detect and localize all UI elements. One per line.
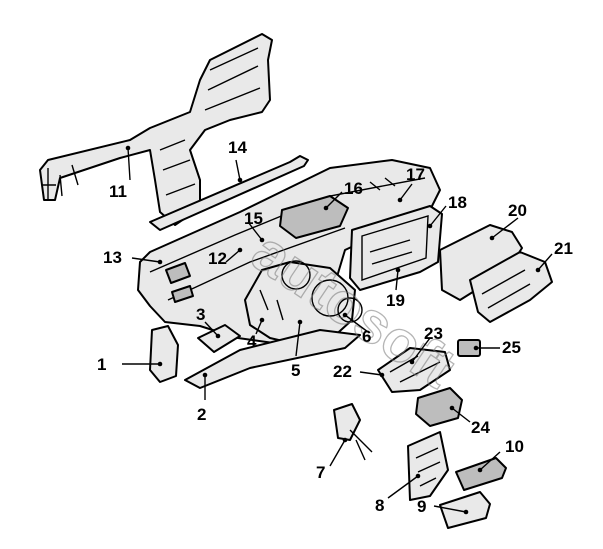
center-air-vent (279, 195, 349, 239)
left-air-vent (165, 262, 191, 284)
callout-2: 2 (197, 405, 206, 424)
callout-9: 9 (417, 497, 426, 516)
callout-14: 14 (228, 138, 247, 157)
callout-5: 5 (291, 361, 300, 380)
cluster-hood-bezel (244, 260, 363, 346)
lower-center-panel (407, 431, 449, 501)
callout-labels: 1 2 3 4 5 6 7 8 9 10 11 12 13 14 15 16 1… (97, 138, 573, 516)
callout-24: 24 (471, 418, 490, 437)
lower-left-trim (197, 324, 241, 353)
dash-top-trim-strip (149, 155, 309, 231)
callout-21: 21 (554, 239, 573, 258)
callout-20: 20 (508, 201, 527, 220)
left-end-cap (149, 325, 179, 383)
callout-18: 18 (448, 193, 467, 212)
callout-22: 22 (333, 362, 352, 381)
callout-15: 15 (244, 209, 263, 228)
callout-19: 19 (386, 291, 405, 310)
switch-assembly (415, 387, 463, 427)
callout-23: 23 (424, 324, 443, 343)
leader-dots (125, 145, 541, 515)
lower-trim-panel (184, 329, 361, 389)
callout-16: 16 (344, 179, 363, 198)
callout-12: 12 (208, 249, 227, 268)
callout-10: 10 (505, 437, 524, 456)
callout-11: 11 (109, 182, 127, 201)
leader-lines (122, 147, 553, 513)
glove-box (469, 251, 553, 323)
callout-6: 6 (362, 327, 371, 346)
center-console-unit (349, 205, 443, 291)
ignition-lock (333, 403, 373, 461)
callout-3: 3 (196, 305, 205, 324)
callout-13: 13 (103, 248, 122, 267)
radio-bracket (377, 347, 451, 393)
callout-25: 25 (502, 338, 521, 357)
callout-8: 8 (375, 496, 384, 515)
left-lower-vent (171, 285, 194, 303)
callout-1: 1 (97, 355, 106, 374)
callout-7: 7 (316, 463, 325, 482)
callout-17: 17 (406, 165, 425, 184)
steering-support-beam (39, 33, 273, 226)
callout-4: 4 (247, 332, 257, 351)
ashtray (455, 457, 507, 491)
